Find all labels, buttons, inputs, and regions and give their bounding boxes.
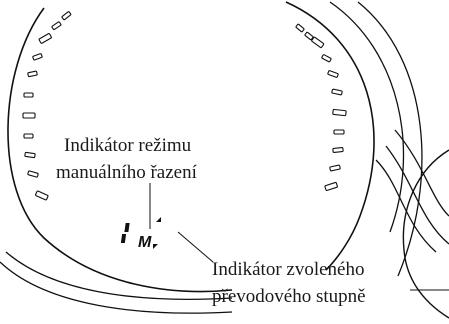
scale-tick xyxy=(51,21,62,31)
gauge-outer-arc xyxy=(7,7,233,293)
scale-tick xyxy=(27,170,39,178)
left-scale-ticks xyxy=(22,11,72,201)
right-gauge-curve-3 xyxy=(394,129,449,217)
scale-tick xyxy=(23,92,34,98)
scale-tick xyxy=(24,151,36,159)
scale-tick xyxy=(32,53,43,61)
scale-tick xyxy=(321,54,332,63)
scale-tick xyxy=(311,36,325,49)
right-gauge-arc-inner xyxy=(285,1,375,271)
gear-position-indicator-icon xyxy=(120,217,161,249)
gear-indicator-label-line1: Indikátor zvoleného xyxy=(212,259,364,280)
mode-indicator-label-line1: Indikátor režimu xyxy=(64,135,192,156)
scale-tick xyxy=(304,31,314,41)
right-gauge-curve-2 xyxy=(385,145,449,245)
mode-indicator-label-line2: manuálního řazení xyxy=(56,162,198,183)
gear-indicator-leader-line xyxy=(177,231,214,263)
manual-mode-indicator: M xyxy=(138,234,152,251)
scale-tick xyxy=(61,11,72,21)
scale-tick xyxy=(295,23,305,33)
scale-tick xyxy=(27,70,38,78)
right-gauge-arc-mid xyxy=(329,1,405,233)
gear-indicator-label-line2: převodového stupně xyxy=(212,286,366,307)
gauge-outer-ring-2 xyxy=(5,251,233,300)
scale-tick xyxy=(327,70,339,78)
gauge-outer-ring-1 xyxy=(0,261,233,314)
scale-tick xyxy=(38,33,52,44)
scale-tick xyxy=(35,190,49,201)
scale-tick xyxy=(331,88,343,96)
scale-tick xyxy=(324,181,338,191)
scale-tick xyxy=(23,133,34,139)
scale-tick xyxy=(332,147,344,153)
scale-tick xyxy=(22,112,36,119)
right-gauge-arc-outer xyxy=(357,1,423,277)
scale-tick xyxy=(333,129,345,135)
right-scale-ticks xyxy=(295,23,347,191)
scale-tick xyxy=(329,164,341,172)
scale-tick xyxy=(332,108,347,117)
right-small-gauge-arc xyxy=(402,149,449,319)
right-gauge-curve-1 xyxy=(375,159,437,253)
